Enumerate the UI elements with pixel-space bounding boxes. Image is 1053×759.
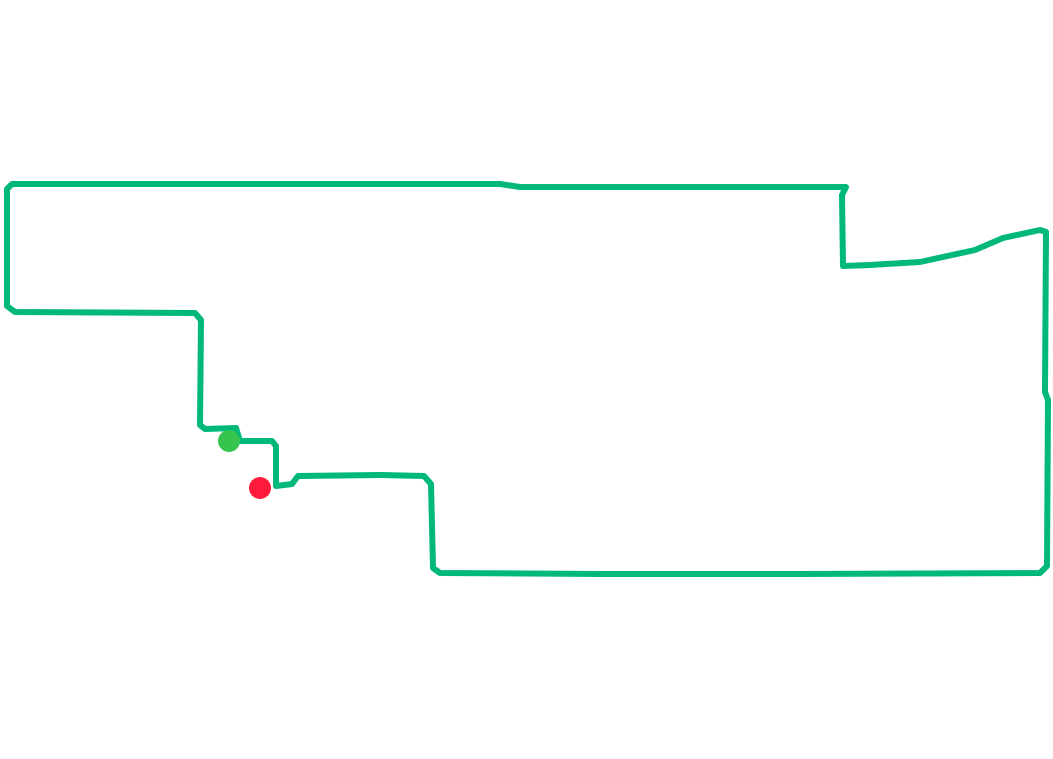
start-marker[interactable] bbox=[218, 430, 240, 452]
route-track bbox=[4, 181, 1051, 577]
end-marker[interactable] bbox=[249, 477, 271, 499]
